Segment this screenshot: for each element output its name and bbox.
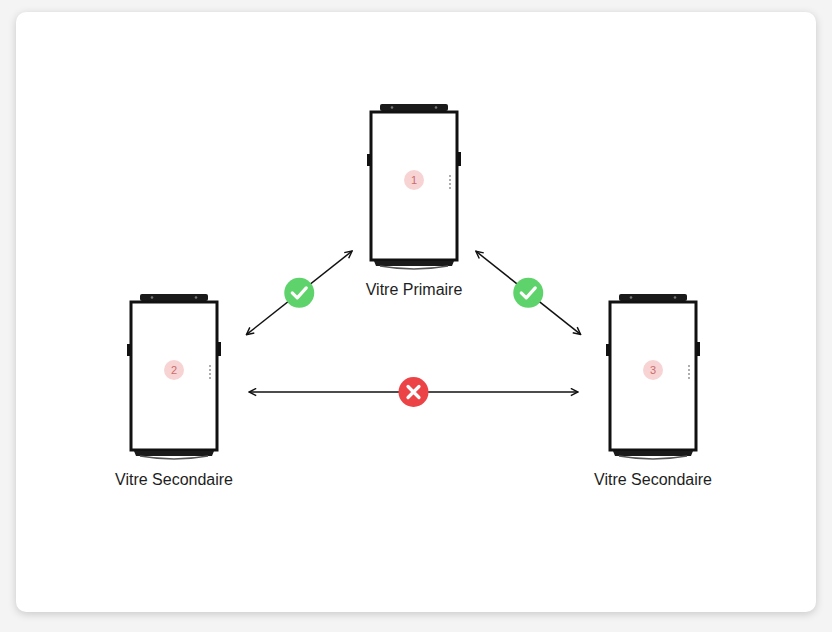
check-icon [513,278,543,308]
check-mark [521,288,535,298]
check-icon [284,278,314,308]
screen-number: 2 [164,360,184,380]
cross-mark [408,387,419,398]
device-label: Vitre Secondaire [594,470,712,490]
tablet-node: 2Vitre Secondaire [111,294,237,490]
screen-number: 3 [643,360,663,380]
tablet-node: 3Vitre Secondaire [590,294,716,490]
check-circle [284,278,314,308]
tablet-device: 1 [366,104,462,272]
tablet-node: 1Vitre Primaire [362,104,467,300]
tablet-device: 3 [605,294,701,462]
device-label: Vitre Secondaire [115,470,233,490]
device-label: Vitre Primaire [366,280,463,300]
tablet-device: 2 [126,294,222,462]
cross-circle [399,377,429,407]
link-arrow [476,251,581,334]
cross-icon [399,377,429,407]
screen-number: 1 [404,170,424,190]
link-arrow [246,251,352,335]
check-mark [292,288,306,298]
check-circle [513,278,543,308]
